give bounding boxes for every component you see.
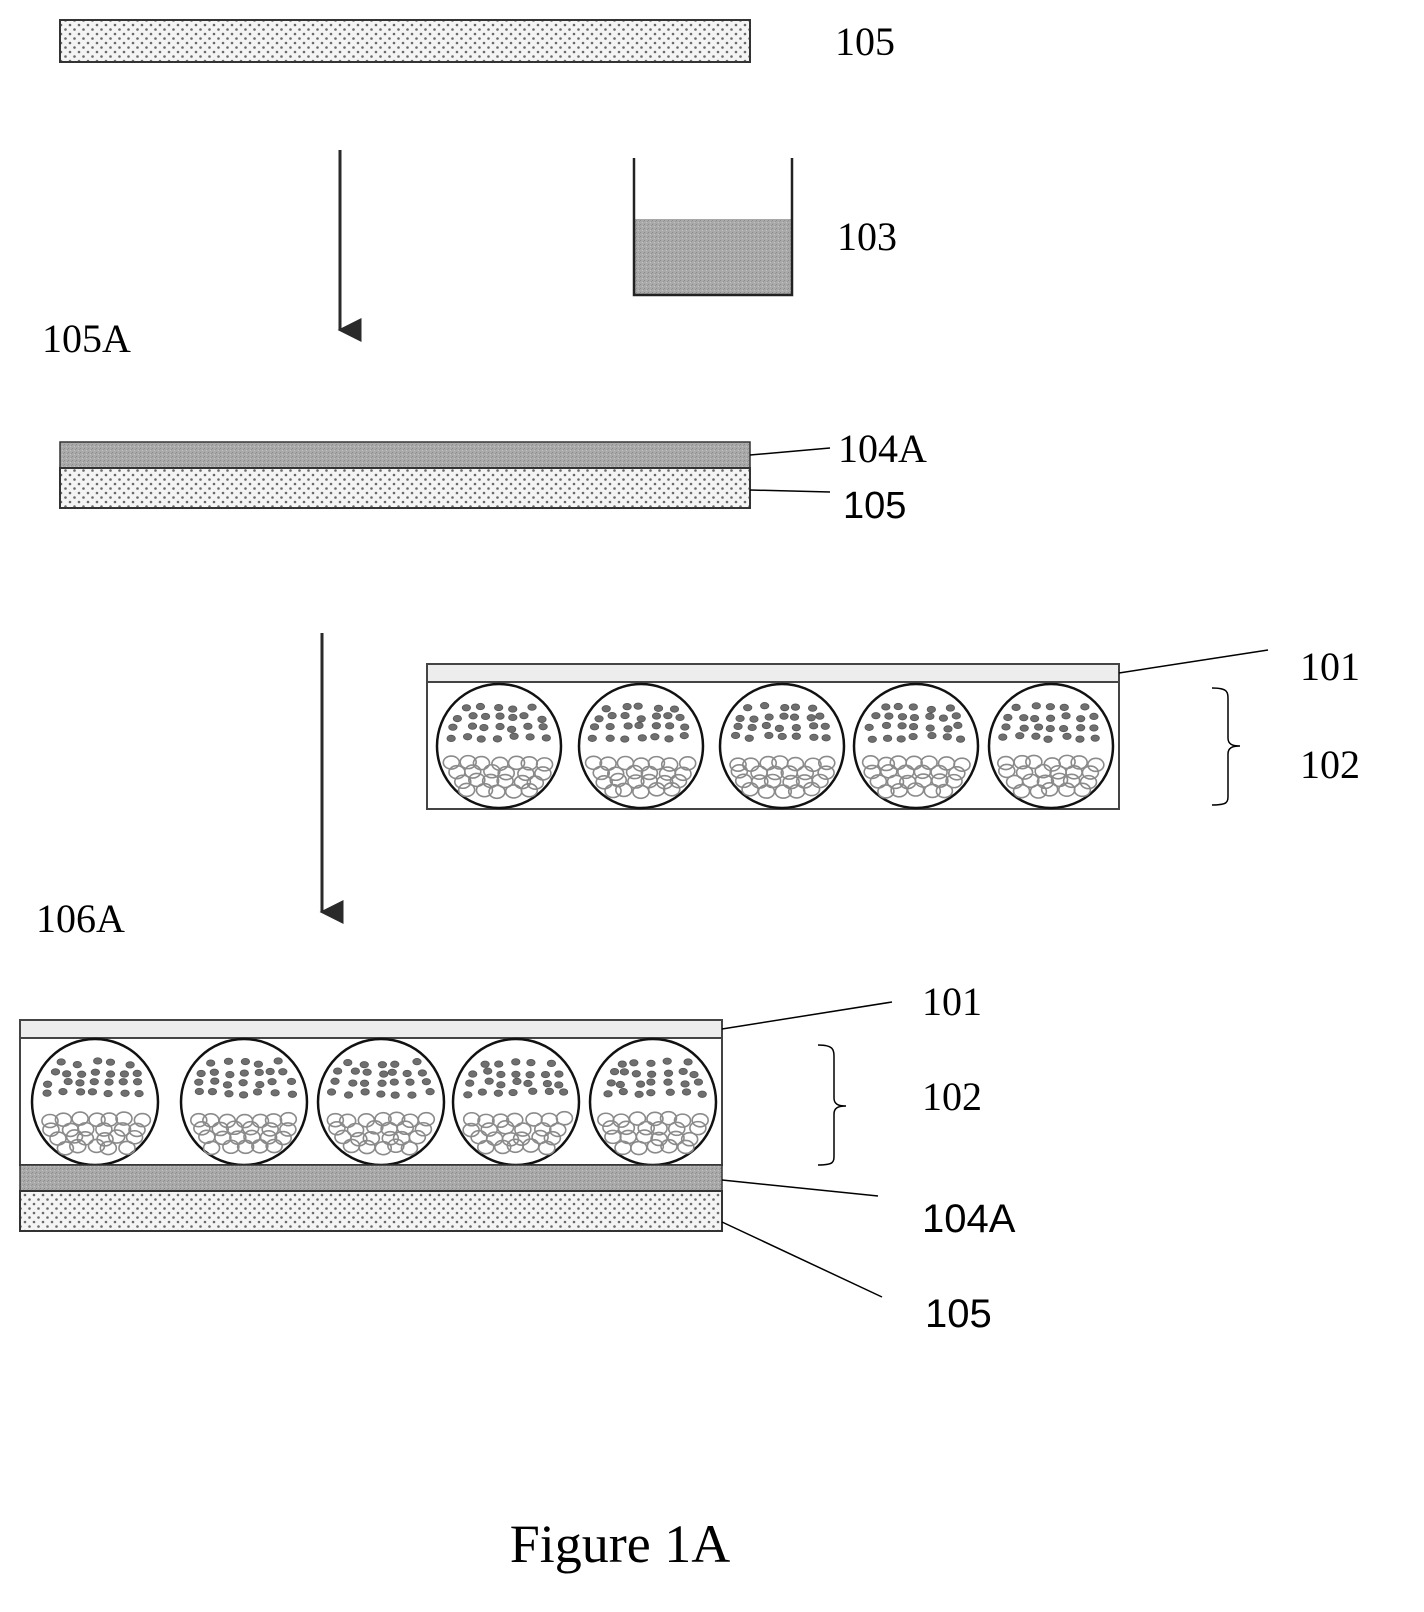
label-top-electrode: 101 bbox=[1300, 644, 1360, 689]
microcapsule bbox=[437, 684, 561, 808]
microcapsule bbox=[579, 684, 703, 808]
leader-104a-mid bbox=[750, 448, 830, 455]
label-step-105a: 105A bbox=[42, 316, 131, 361]
bracket-102-lower bbox=[818, 1045, 846, 1165]
microcapsule bbox=[989, 684, 1113, 808]
label-final-top-electrode: 101 bbox=[922, 979, 982, 1024]
label-final-substrate: 105 bbox=[925, 1292, 992, 1336]
microcapsule bbox=[453, 1039, 579, 1165]
leader-105-mid bbox=[750, 490, 830, 492]
microcapsule bbox=[318, 1039, 444, 1165]
leader-104a-lower bbox=[722, 1180, 878, 1196]
label-final-coated-layer: 104A bbox=[922, 1197, 1016, 1241]
microcapsule bbox=[720, 684, 844, 808]
leader-101-lower bbox=[722, 1002, 892, 1029]
label-substrate-top: 105 bbox=[835, 19, 895, 64]
microcapsule bbox=[590, 1039, 716, 1165]
substrate-top bbox=[60, 20, 750, 62]
capsule-row-upper bbox=[437, 684, 1113, 808]
label-container: 103 bbox=[837, 214, 897, 259]
bracket-102-upper bbox=[1212, 688, 1240, 805]
microcapsule bbox=[32, 1039, 158, 1165]
label-final-capsule-layer: 102 bbox=[922, 1074, 982, 1119]
front-plane-assembly bbox=[427, 664, 1119, 809]
figure-caption: Figure 1A bbox=[510, 1514, 730, 1574]
label-coated-substrate: 105 bbox=[843, 485, 906, 527]
label-coated-layer: 104A bbox=[838, 426, 927, 471]
container-103 bbox=[634, 158, 792, 295]
leader-101-upper bbox=[1119, 650, 1268, 673]
coated-substrate bbox=[60, 442, 750, 508]
label-step-106a: 106A bbox=[36, 896, 125, 941]
final-assembly bbox=[20, 1020, 722, 1231]
microcapsule bbox=[181, 1039, 307, 1165]
leader-105-lower bbox=[722, 1222, 882, 1297]
capsule-row-lower bbox=[32, 1039, 716, 1165]
microcapsule bbox=[854, 684, 978, 808]
label-capsule-layer: 102 bbox=[1300, 742, 1360, 787]
